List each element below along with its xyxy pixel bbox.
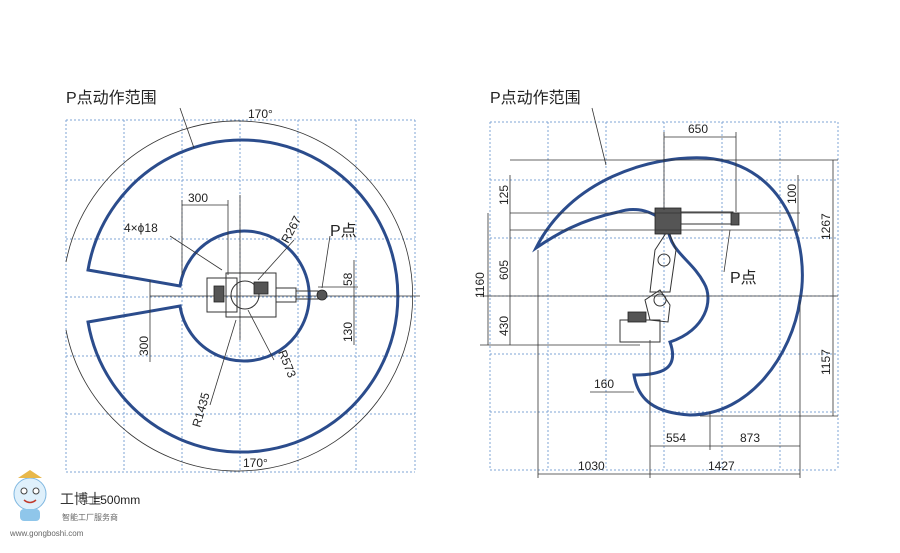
right-robot-side <box>619 207 740 343</box>
mascot-icon <box>13 470 47 521</box>
left-angle-bottom: 170° <box>243 456 268 470</box>
leader-right-title <box>591 107 607 166</box>
radius-inner: R267 <box>278 213 304 245</box>
watermark-slogan: 智能工厂服务商 <box>62 512 118 522</box>
left-angle-top: 170° <box>248 107 273 121</box>
dim-1030: 1030 <box>578 459 605 473</box>
dim-605: 605 <box>497 260 511 280</box>
left-work-envelope <box>86 138 400 454</box>
left-view-title: P点动作范围 <box>66 89 157 107</box>
dim-160: 160 <box>594 377 614 391</box>
hole-spec: 4×ϕ18 <box>124 221 158 235</box>
leader-ppoint-right <box>723 229 731 273</box>
radius-mid: R573 <box>275 348 299 380</box>
grid-note: □=500mm <box>86 493 140 507</box>
dim-1157: 1157 <box>819 349 833 375</box>
left-robot-base <box>206 272 328 318</box>
dim-100: 100 <box>785 184 799 204</box>
leader-left-title <box>179 107 195 149</box>
dim-1267: 1267 <box>819 213 833 240</box>
left-point-label: P点 <box>330 222 357 240</box>
right-work-envelope <box>532 156 804 417</box>
dim-300-left: 300 <box>137 336 151 356</box>
right-point-label: P点 <box>730 269 757 287</box>
dim-300-top: 300 <box>188 191 208 205</box>
dim-650: 650 <box>688 122 708 136</box>
leader-r267 <box>257 239 295 281</box>
leader-holes <box>169 235 223 271</box>
leader-ppoint-left <box>321 235 331 289</box>
left-view: 300 300 58 130 P点动作范围 170° 170° 4×ϕ18 P点… <box>65 89 420 473</box>
dim-873: 873 <box>740 431 760 445</box>
watermark: 工博士 □=500mm 智能工厂服务商 www.gongboshi.com <box>9 470 140 538</box>
watermark-brand: 工博士 <box>60 491 102 507</box>
leader-r573 <box>247 309 275 361</box>
dim-430: 430 <box>497 316 511 336</box>
radius-outer: R1435 <box>189 391 212 429</box>
dim-125: 125 <box>497 185 511 205</box>
watermark-url: www.gongboshi.com <box>9 529 84 538</box>
right-view: P点动作范围 P点 650 125 605 430 1160 100 1267 … <box>473 89 839 478</box>
right-view-title: P点动作范围 <box>490 89 581 107</box>
leader-r1435 <box>209 319 237 406</box>
dim-1427: 1427 <box>708 459 735 473</box>
dim-554: 554 <box>666 431 686 445</box>
dim-130: 130 <box>341 322 355 342</box>
dim-1160: 1160 <box>473 272 487 298</box>
dim-58: 58 <box>341 272 355 286</box>
